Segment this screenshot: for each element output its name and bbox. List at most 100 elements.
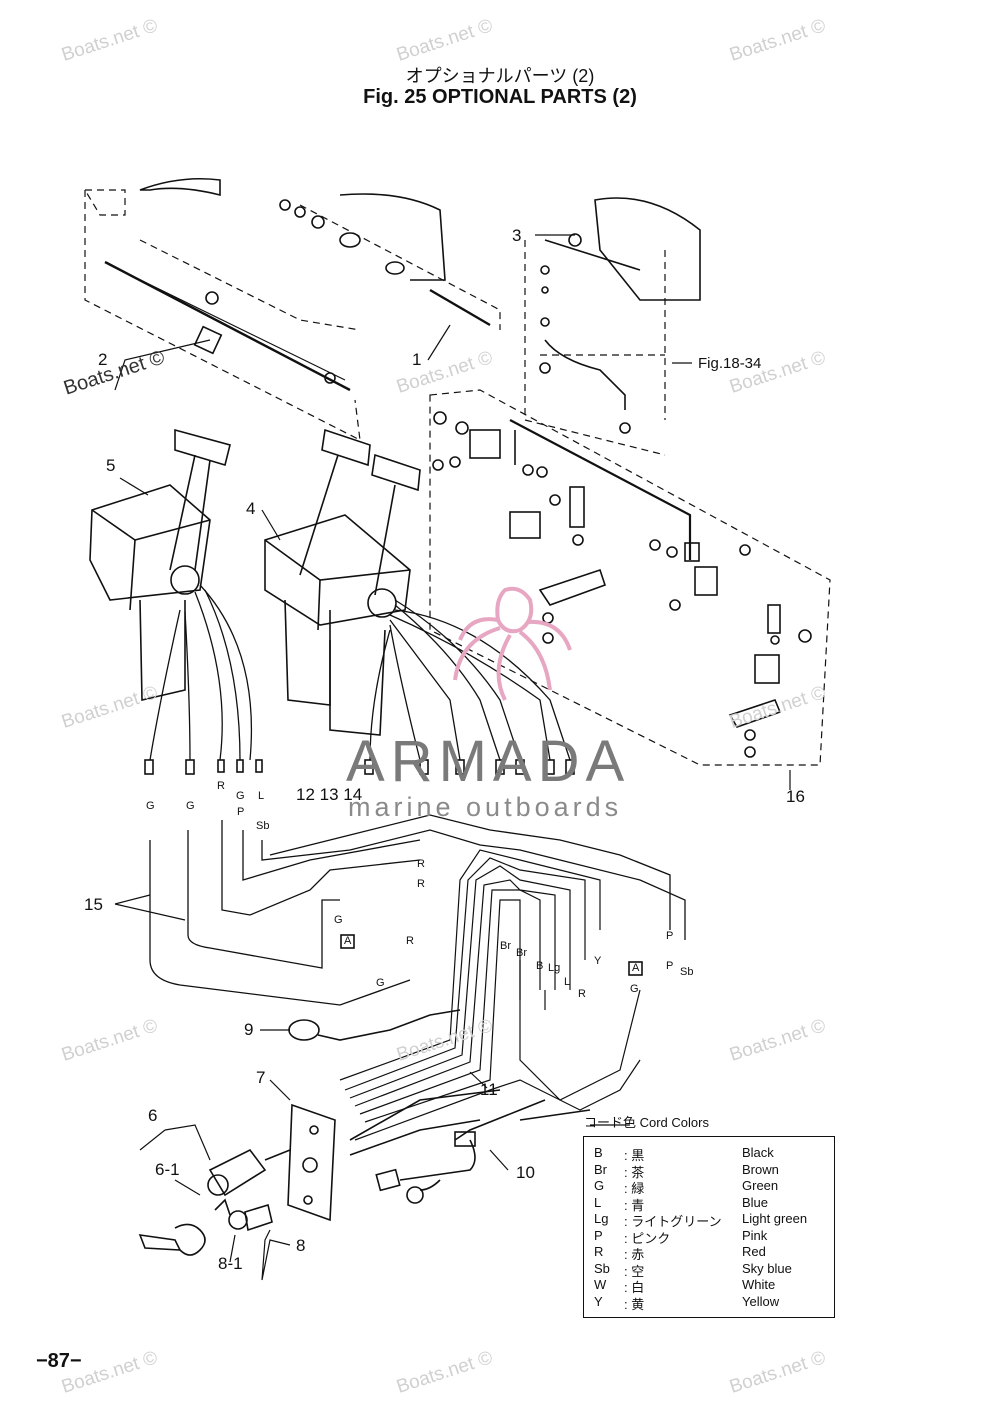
- connector-row: [144, 759, 575, 775]
- wire-label: L: [564, 976, 571, 988]
- callout-10: 10: [516, 1163, 535, 1182]
- legend-japanese: : 赤: [624, 1247, 645, 1262]
- shift-rod: [104, 260, 351, 392]
- legend-japanese: : 緑: [624, 1181, 645, 1196]
- legend-code: P: [594, 1227, 603, 1243]
- legend-row: L : 青 Blue: [584, 1194, 834, 1213]
- engine-bracket: [139, 177, 221, 197]
- brand-logo: [453, 586, 572, 701]
- wire-label: Sb: [256, 820, 270, 832]
- callout-5: 5: [106, 456, 116, 475]
- throttle-bracket: [594, 197, 701, 301]
- key-switch-panel: [287, 1089, 501, 1222]
- legend-english: Yellow: [742, 1293, 780, 1309]
- callout-1: 1: [412, 350, 422, 369]
- legend-english: Brown: [742, 1161, 779, 1177]
- legend-row: Br : 茶 Brown: [584, 1161, 834, 1180]
- callout-8-1: 8-1: [218, 1254, 243, 1273]
- box-label-a: A: [344, 935, 352, 947]
- main-cable: [375, 1099, 591, 1204]
- wire-label: Br: [500, 940, 511, 952]
- wire-label: G: [146, 800, 155, 812]
- wire-label: Sb: [680, 966, 694, 978]
- callout-4: 4: [246, 499, 256, 518]
- wire-label: B: [536, 960, 544, 972]
- legend-japanese: : 白: [624, 1280, 645, 1295]
- wire-label: Br: [516, 947, 527, 959]
- wire-label: G: [630, 983, 639, 995]
- legend-code: G: [594, 1178, 605, 1193]
- callout-6-1: 6-1: [155, 1160, 180, 1179]
- connection-box-a-left: [340, 934, 355, 949]
- legend-code: L: [594, 1194, 602, 1210]
- wire-label: R: [578, 988, 586, 1000]
- legend-english: Blue: [742, 1194, 769, 1210]
- callout-9: 9: [244, 1020, 254, 1039]
- wire-label: R: [417, 878, 425, 890]
- legend-english: Pink: [742, 1227, 768, 1243]
- wire-label: P: [666, 960, 674, 972]
- callout-7: 7: [256, 1068, 266, 1087]
- legend-english: Red: [742, 1244, 766, 1259]
- figure-reference: Fig.18-34: [698, 355, 762, 372]
- cable-rod: [509, 419, 692, 560]
- callout-6: 6: [148, 1106, 158, 1125]
- legend-japanese: : 黒: [624, 1148, 645, 1163]
- main-harness: [339, 849, 641, 1141]
- assembly-boundary-top: [83, 189, 831, 766]
- legend-code: W: [594, 1277, 607, 1292]
- callout-2: 2: [98, 350, 108, 369]
- harness-left: [149, 584, 253, 761]
- remote-control-box-single: [89, 428, 231, 702]
- legend-english: Sky blue: [742, 1260, 792, 1276]
- legend-code: Sb: [594, 1260, 610, 1276]
- wire-label: G: [186, 800, 195, 812]
- harness-right: [369, 599, 571, 761]
- legend-japanese: : ライトグリーン: [624, 1214, 722, 1229]
- callout-3: 3: [512, 226, 522, 245]
- legend-row: R : 赤 Red: [584, 1244, 834, 1262]
- wire-label: L: [258, 790, 265, 802]
- wire-label: R: [406, 935, 414, 947]
- legend-row: Lg : ライトグリーン Light green: [584, 1211, 834, 1229]
- legend-code: Y: [594, 1293, 603, 1309]
- wire-label: G: [334, 914, 343, 926]
- legend-japanese: : 青: [624, 1197, 645, 1213]
- legend-code: Lg: [594, 1211, 609, 1226]
- page-number: −87−: [36, 1350, 82, 1372]
- callout-15: 15: [84, 895, 103, 914]
- callout-8: 8: [296, 1236, 306, 1255]
- legend-english: Green: [742, 1178, 779, 1193]
- brand-tagline: marine outboards: [348, 792, 623, 822]
- callout-16: 16: [786, 787, 805, 806]
- remote-control-box-dual: [264, 428, 421, 736]
- brand-name: ARMADA: [346, 729, 631, 794]
- leader-lines: [114, 234, 791, 1281]
- legend-code: R: [594, 1244, 604, 1259]
- legend-japanese: : 茶: [624, 1164, 645, 1180]
- connection-box-a-right: [628, 961, 643, 976]
- callout-11: 11: [480, 1080, 498, 1099]
- legend-english: Black: [742, 1145, 774, 1160]
- wire-label: Lg: [548, 962, 561, 974]
- figure-title: Fig. 25 OPTIONAL PARTS (2): [363, 86, 637, 108]
- legend-row: G : 緑 Green: [584, 1178, 834, 1196]
- legend-english: Light green: [742, 1211, 808, 1226]
- wire-label: R: [217, 780, 225, 792]
- legend-japanese: : ピンク: [624, 1230, 671, 1246]
- wire-label: G: [236, 790, 245, 802]
- wire-label: Y: [594, 955, 602, 967]
- wire-label: R: [417, 858, 425, 870]
- legend-title: コード色 Cord Colors: [584, 1115, 709, 1130]
- legend-row: P : ピンク Pink: [584, 1227, 834, 1246]
- wire-label: G: [376, 977, 385, 989]
- wire-label: P: [666, 930, 674, 942]
- extension-cables: [149, 814, 686, 1006]
- legend-code: Br: [594, 1161, 607, 1177]
